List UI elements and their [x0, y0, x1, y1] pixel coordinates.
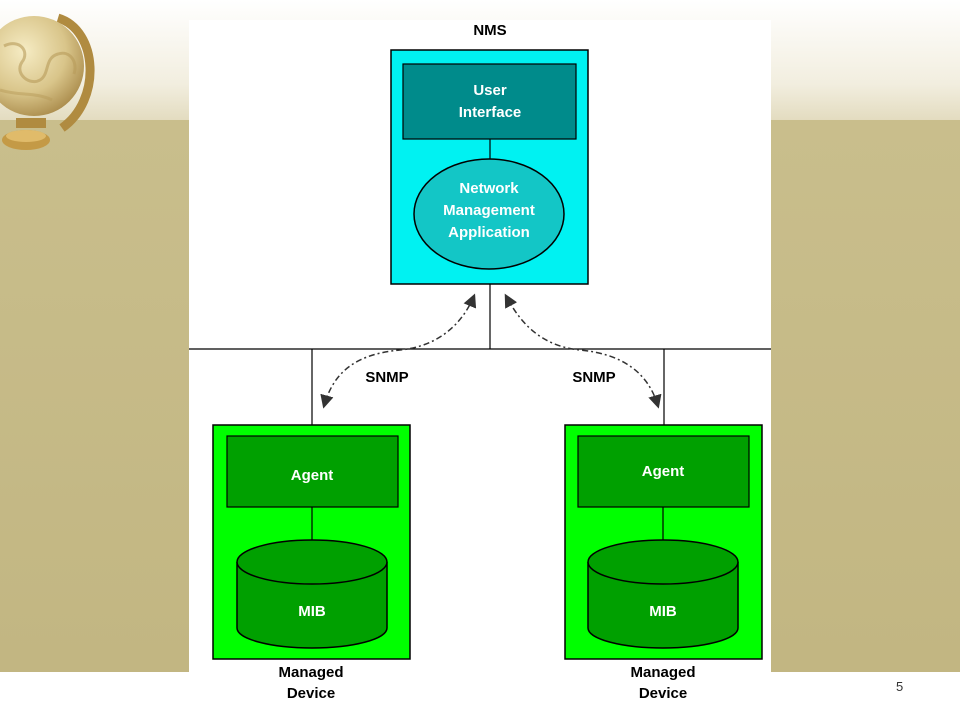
agent-block — [226, 435, 399, 508]
managed-device-left: Agent MIB — [212, 424, 411, 660]
nma-line-1: Network — [459, 180, 519, 197]
mib-cylinder-top — [236, 539, 388, 585]
user-interface-line-2: Interface — [459, 104, 522, 121]
snmp-right-label: SNMP — [572, 369, 615, 386]
nma-line-2: Management — [443, 202, 535, 219]
managed-device-left-label-2: Device — [287, 685, 335, 702]
agent-label: Agent — [291, 467, 334, 484]
mib-label: MIB — [649, 603, 677, 620]
nma-line-3: Application — [448, 224, 530, 241]
nms-title: NMS — [473, 22, 506, 39]
agent-label: Agent — [642, 463, 685, 480]
managed-device-right-label-1: Managed — [630, 664, 695, 681]
slide-number: 5 — [896, 679, 904, 694]
user-interface-line-1: User — [473, 82, 507, 99]
mib-cylinder-top — [587, 539, 739, 585]
network-management-application — [413, 158, 565, 270]
snmp-left-arrow — [320, 293, 477, 409]
agent-block — [577, 435, 750, 508]
snmp-right-arrow — [504, 293, 662, 409]
managed-device-right-label-2: Device — [639, 685, 687, 702]
snmp-left-label: SNMP — [365, 369, 408, 386]
globe-icon — [0, 13, 95, 150]
managed-device-right: Agent MIB — [564, 424, 763, 660]
mib-label: MIB — [298, 603, 326, 620]
mib-cylinder — [236, 562, 388, 649]
user-interface-block — [402, 63, 577, 140]
managed-device-left-label-1: Managed — [278, 664, 343, 681]
mib-cylinder — [587, 562, 739, 649]
